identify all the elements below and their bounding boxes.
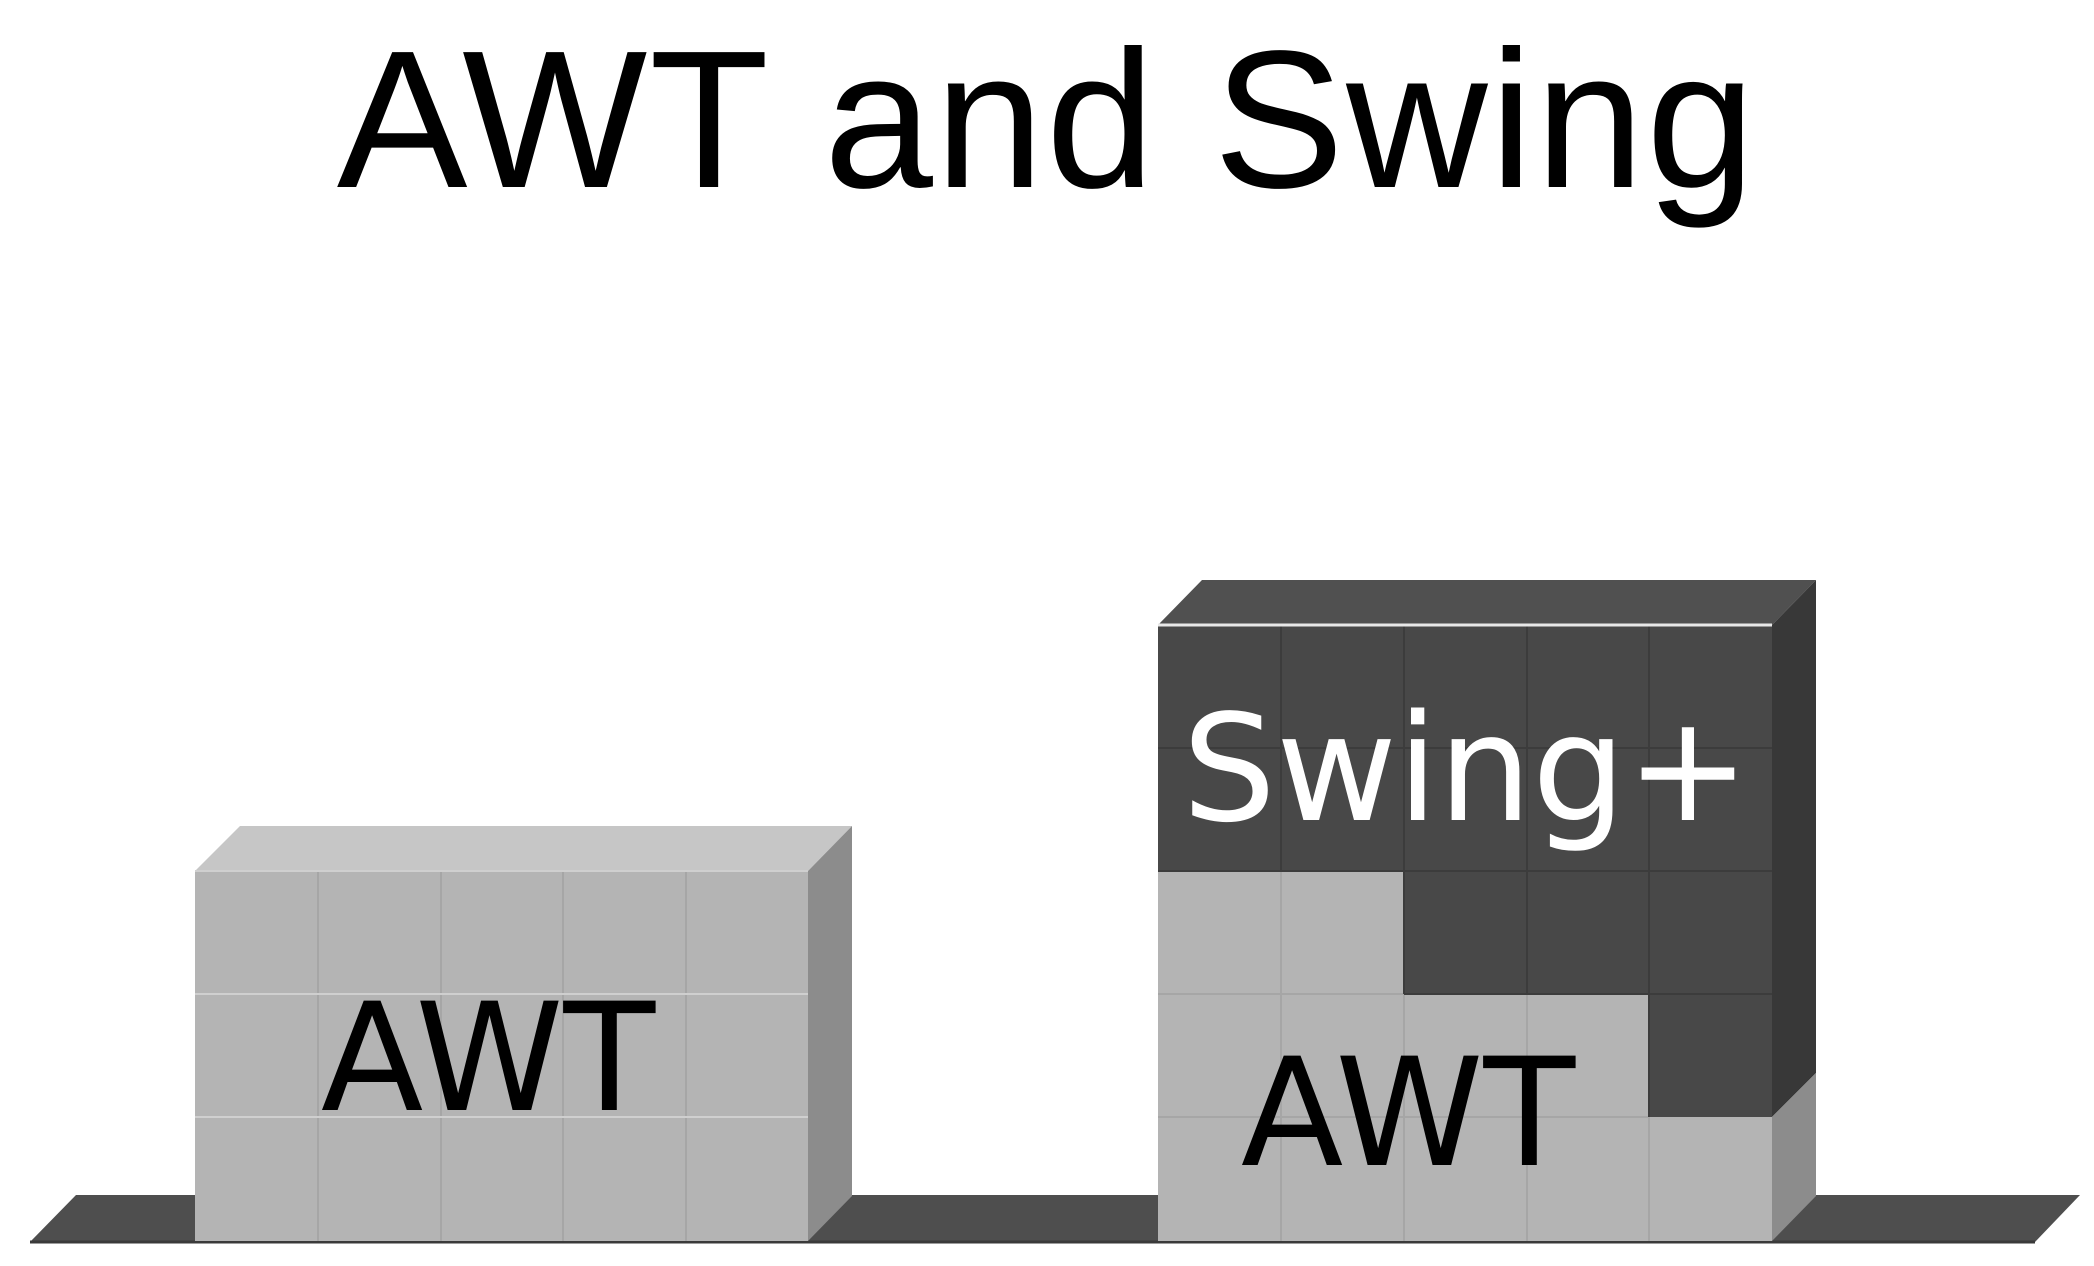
awt-right-label: AWT	[1241, 1027, 1577, 1201]
awt-left-block	[195, 826, 852, 1241]
swing-awt-right-block	[1158, 580, 1816, 1241]
slide-title: AWT and Swing	[336, 10, 1758, 229]
awt-left-label: AWT	[321, 972, 657, 1146]
swing-label: Swing+	[1182, 683, 1750, 855]
